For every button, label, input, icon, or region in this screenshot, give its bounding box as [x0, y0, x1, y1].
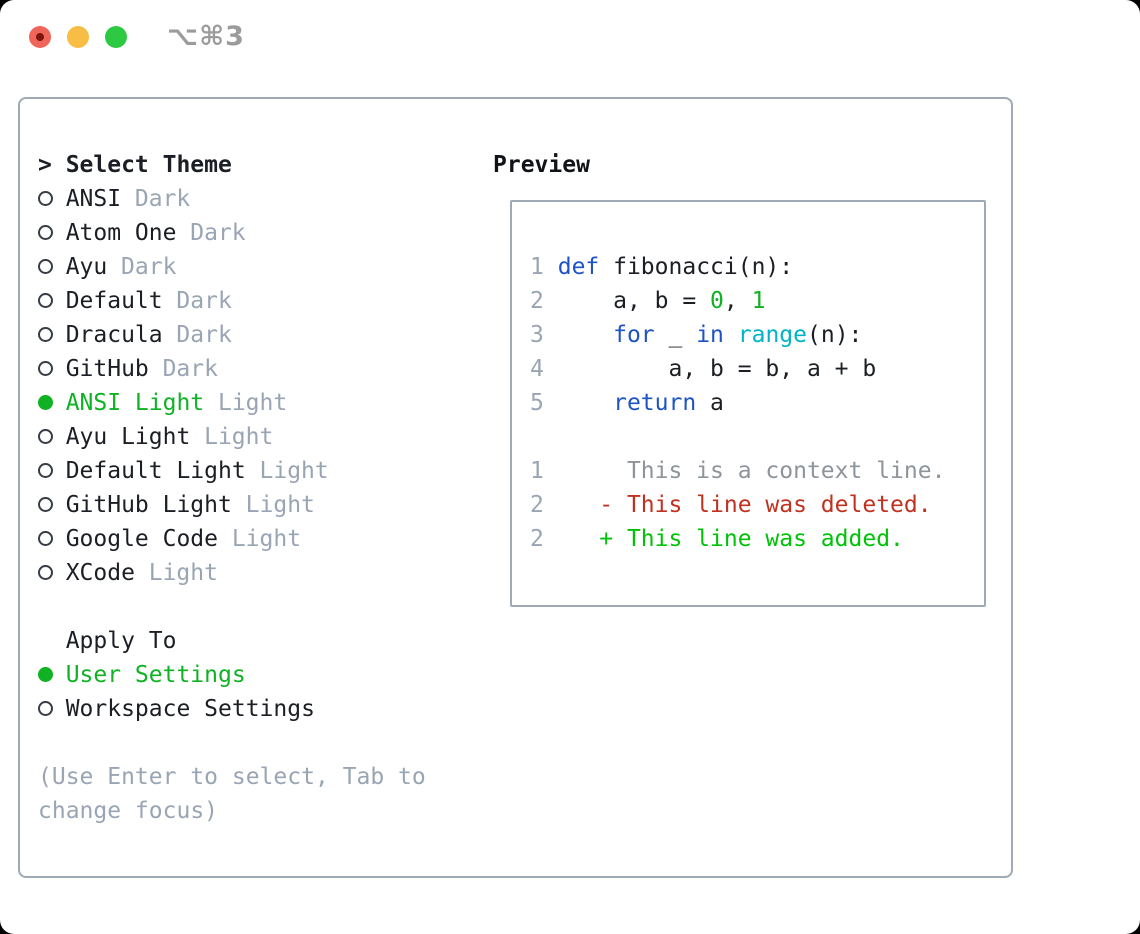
- spacer: [38, 590, 483, 624]
- minimize-button[interactable]: [67, 26, 89, 48]
- code-line: 1 def fibonacci(n):: [530, 254, 794, 280]
- radio-unselected-icon: [38, 463, 53, 478]
- titlebar: ⌥⌘3: [0, 0, 1140, 74]
- diff-context-line: 1 This is a context line.: [530, 458, 946, 484]
- apply-to-header: Apply To: [38, 624, 483, 658]
- hint-text-line-2: change focus): [38, 798, 219, 824]
- radio-selected-icon: [38, 667, 53, 682]
- code-line: 5 return a: [530, 390, 724, 416]
- preview-label: Preview: [493, 152, 590, 178]
- preview-box: 1 def fibonacci(n): 2 a, b = 0, 1 3 for …: [510, 200, 986, 607]
- maximize-button[interactable]: [105, 26, 127, 48]
- diff-added-line: 2 + This line was added.: [530, 526, 904, 552]
- apply-option-workspace-settings[interactable]: Workspace Settings: [38, 692, 483, 726]
- radio-unselected-icon: [38, 701, 53, 716]
- spacer: [38, 726, 483, 760]
- apply-option-user-settings[interactable]: User Settings: [38, 658, 483, 692]
- select-theme-label: Select Theme: [65, 152, 232, 178]
- hint-text-line-1: (Use Enter to select, Tab to: [38, 764, 426, 790]
- spacer: [530, 420, 945, 454]
- code-line: 2 a, b = 0, 1: [530, 288, 766, 314]
- radio-unselected-icon: [38, 565, 53, 580]
- radio-unselected-icon: [38, 225, 53, 240]
- close-button[interactable]: [29, 26, 51, 48]
- code-line: 3 for _ in range(n):: [530, 322, 863, 348]
- window-title: ⌥⌘3: [167, 21, 245, 52]
- apply-to-label: Apply To: [65, 628, 177, 654]
- radio-unselected-icon: [38, 361, 53, 376]
- code-line: 4 a, b = b, a + b: [530, 356, 877, 382]
- code-preview: 1 def fibonacci(n): 2 a, b = 0, 1 3 for …: [530, 250, 945, 556]
- radio-unselected-icon: [38, 191, 53, 206]
- radio-unselected-icon: [38, 497, 53, 512]
- radio-unselected-icon: [38, 429, 53, 444]
- diff-deleted-line: 2 - This line was deleted.: [530, 492, 932, 518]
- radio-unselected-icon: [38, 259, 53, 274]
- radio-unselected-icon: [38, 293, 53, 308]
- unsaved-indicator-dot-icon: [36, 33, 44, 41]
- radio-unselected-icon: [38, 531, 53, 546]
- radio-unselected-icon: [38, 327, 53, 342]
- focus-cursor: >: [38, 152, 52, 178]
- select-theme-header: > Select Theme: [38, 148, 483, 182]
- radio-selected-icon: [38, 395, 53, 410]
